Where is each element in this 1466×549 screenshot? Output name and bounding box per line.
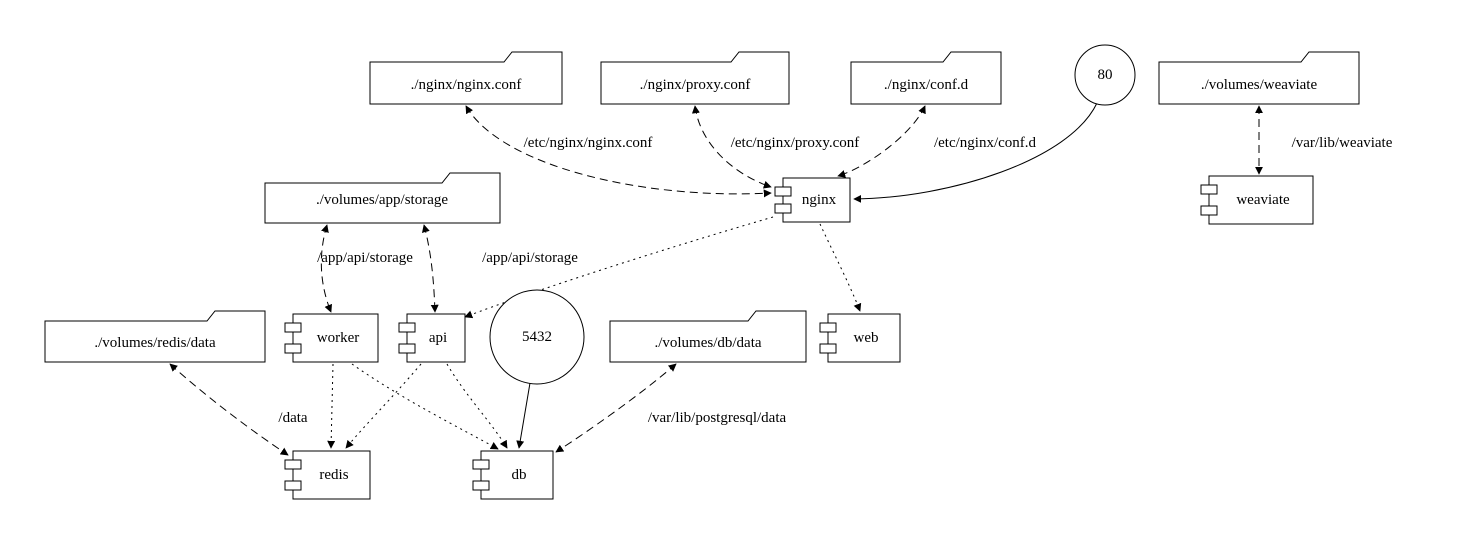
folder-icon: [600, 51, 790, 105]
folder-icon: [609, 310, 807, 363]
node-label: web: [854, 330, 879, 346]
node-app-storage-folder: ./volumes/app/storage: [264, 172, 501, 224]
folder-icon: [850, 51, 1002, 105]
node-nginx-conf-folder: ./nginx/nginx.conf: [369, 51, 563, 105]
component-tab-icon: [819, 343, 837, 354]
edge-label-db-data: /var/lib/postgresql/data: [648, 410, 787, 426]
edge-label-storage-worker: /app/api/storage: [317, 250, 413, 266]
edge-confd-nginx: [837, 105, 926, 178]
edges-layer: [169, 102, 1263, 456]
component-tab-icon: [472, 480, 490, 491]
component-tab-icon: [284, 322, 302, 333]
component-tab-icon: [774, 186, 792, 197]
edge-api-redis: [345, 363, 422, 449]
edge-worker-db: [351, 363, 499, 450]
component-tab-icon: [284, 480, 302, 491]
node-api-component: api: [398, 313, 466, 363]
folder-icon: [1158, 51, 1360, 105]
folder-icon: [369, 51, 563, 105]
edge-dbdata-db: [555, 363, 677, 453]
node-label: ./nginx/nginx.conf: [411, 77, 522, 93]
component-tab-icon: [774, 203, 792, 214]
node-label: ./volumes/redis/data: [94, 335, 216, 351]
component-tab-icon: [398, 322, 416, 333]
component-tab-icon: [1200, 184, 1218, 195]
node-label: ./volumes/app/storage: [316, 192, 448, 208]
node-redis-component: redis: [284, 450, 371, 500]
node-label: nginx: [802, 192, 837, 208]
component-body: [406, 313, 466, 363]
edge-nginxconf-nginx: [465, 105, 772, 198]
edge-proxyconf-nginx: [691, 105, 772, 189]
node-db-data-folder: ./volumes/db/data: [609, 310, 807, 363]
port-circle-icon: [1074, 44, 1136, 106]
edge-port5432-db: [516, 382, 531, 449]
node-redis-data-folder: ./volumes/redis/data: [44, 310, 266, 363]
node-proxy-conf-folder: ./nginx/proxy.conf: [600, 51, 790, 105]
node-label: 80: [1098, 67, 1113, 83]
node-label: 5432: [522, 329, 552, 345]
node-label: api: [429, 330, 447, 346]
port-circle-icon: [489, 289, 585, 385]
node-worker-component: worker: [284, 313, 379, 363]
node-db-component: db: [472, 450, 554, 500]
component-tab-icon: [284, 459, 302, 470]
edge-label-nginx-conf: /etc/nginx/nginx.conf: [524, 135, 653, 151]
component-tab-icon: [1200, 205, 1218, 216]
node-weaviate-component: weaviate: [1200, 175, 1314, 225]
component-tab-icon: [284, 343, 302, 354]
node-label: ./volumes/db/data: [654, 335, 761, 351]
nodes-layer: ./nginx/nginx.conf ./nginx/proxy.conf ./…: [44, 44, 1360, 500]
component-body: [292, 450, 371, 500]
edge-label-conf-d: /etc/nginx/conf.d: [934, 135, 1037, 151]
node-port-80: 80: [1074, 44, 1136, 106]
edge-worker-redis: [327, 363, 336, 449]
component-body: [782, 177, 851, 223]
edge-appstorage-api: [421, 224, 439, 313]
edge-api-db: [446, 363, 508, 449]
component-body: [292, 313, 379, 363]
component-body: [1208, 175, 1314, 225]
component-tab-icon: [819, 322, 837, 333]
node-label: worker: [317, 330, 359, 346]
component-body: [480, 450, 554, 500]
node-label: ./nginx/proxy.conf: [640, 77, 751, 93]
node-label: ./volumes/weaviate: [1201, 77, 1318, 93]
node-port-5432: 5432: [489, 289, 585, 385]
edge-port80-nginx: [853, 102, 1098, 203]
edge-label-redis-data: /data: [278, 410, 307, 426]
folder-icon: [264, 172, 501, 224]
folder-icon: [44, 310, 266, 363]
node-web-component: web: [819, 313, 901, 363]
node-conf-d-folder: ./nginx/conf.d: [850, 51, 1002, 105]
node-nginx-component: nginx: [774, 177, 851, 223]
edge-nginx-web: [819, 223, 862, 312]
edge-appstorage-worker: [320, 224, 332, 313]
node-label: db: [512, 467, 527, 483]
node-volumes-weaviate-folder: ./volumes/weaviate: [1158, 51, 1360, 105]
edge-labels-layer: /etc/nginx/nginx.conf /etc/nginx/proxy.c…: [278, 135, 1392, 426]
node-label: redis: [319, 467, 348, 483]
edge-label-proxy-conf: /etc/nginx/proxy.conf: [731, 135, 860, 151]
edge-redisdata-redis: [169, 363, 289, 456]
component-tab-icon: [472, 459, 490, 470]
node-label: weaviate: [1236, 192, 1290, 208]
edge-label-storage-api: /app/api/storage: [482, 250, 578, 266]
component-tab-icon: [398, 343, 416, 354]
component-body: [827, 313, 901, 363]
edge-label-weaviate: /var/lib/weaviate: [1292, 135, 1393, 151]
node-label: ./nginx/conf.d: [884, 77, 969, 93]
